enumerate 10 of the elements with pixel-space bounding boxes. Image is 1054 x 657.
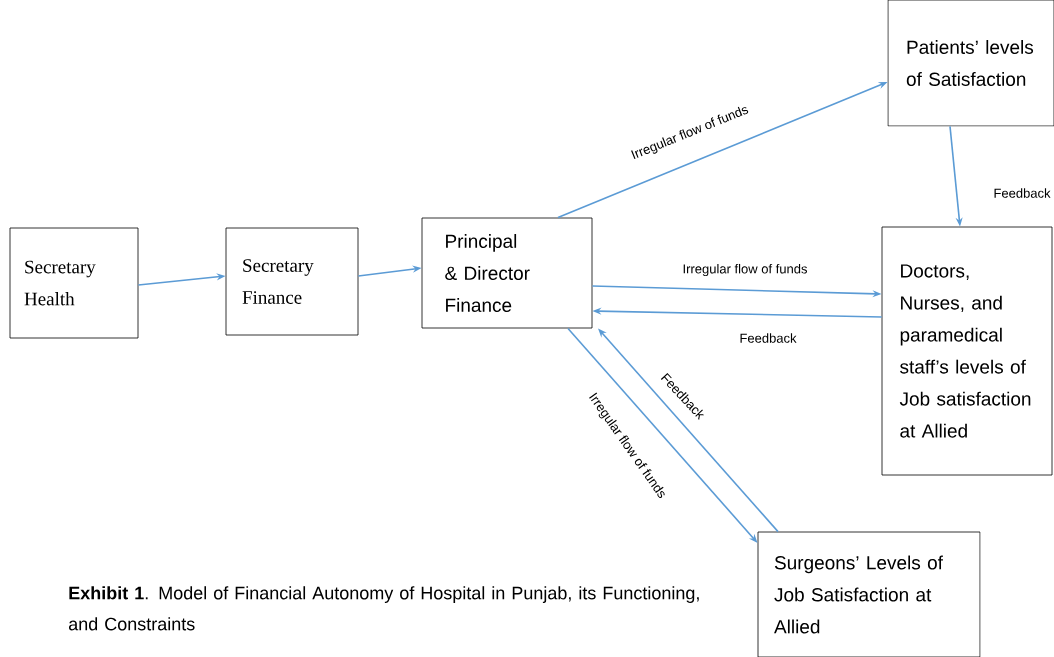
edge-label: Irregular flow of funds (681, 262, 809, 278)
process-box: Secretary Health (9, 227, 139, 339)
edge-label: Feedback (992, 187, 1052, 199)
process-box: Secretary Finance (225, 227, 359, 336)
process-box: Patients’ levels of Satisfaction (887, 0, 1054, 127)
process-box: Doctors, Nurses, and paramedical staff’s levels of Job satisfaction at Allied (881, 226, 1053, 476)
process-box: Principal & Director Finance (421, 217, 593, 329)
edge-label: Feedback (738, 332, 798, 344)
caption: Exhibit 1. Model of Financial Autonomy of Hospital in Punjab, its Functioning, and Constraints (68, 586, 699, 631)
process-box: Surgeons’ Levels of Job Satisfaction at Allied (757, 531, 981, 657)
